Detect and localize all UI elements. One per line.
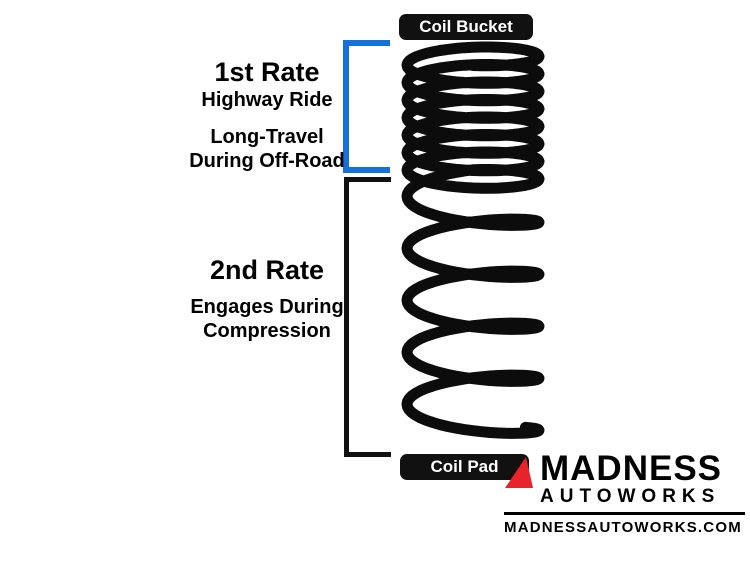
second-rate-annotation: 2nd Rate Engages During Compression xyxy=(162,255,372,343)
first-rate-line2: Long-Travel xyxy=(210,126,324,148)
second-rate-line1: Engages During xyxy=(190,296,344,318)
coil-bucket-badge: Coil Bucket xyxy=(399,14,533,40)
brand-logo-text: MADNESS AUTOWORKS xyxy=(540,449,745,507)
second-rate-title: 2nd Rate xyxy=(209,255,325,285)
spacer xyxy=(162,286,372,295)
brand-subtitle: AUTOWORKS xyxy=(540,486,721,507)
brand-divider xyxy=(504,512,745,515)
brand-name: MADNESS xyxy=(540,449,723,488)
first-rate-line1: Highway Ride xyxy=(201,89,333,111)
spacer xyxy=(162,112,372,125)
brand-triangle-icon xyxy=(505,457,533,488)
brand-logo: MADNESS AUTOWORKS MADNESSAUTOWORKS.COM xyxy=(504,449,745,536)
first-rate-annotation: 1st Rate Highway Ride Long-Travel During… xyxy=(162,57,372,173)
brand-website: MADNESSAUTOWORKS.COM xyxy=(504,519,742,536)
coil-spring-path xyxy=(401,41,545,439)
brand-logo-row: MADNESS AUTOWORKS xyxy=(504,449,745,507)
second-rate-bracket xyxy=(344,177,391,457)
coil-pad-badge: Coil Pad xyxy=(400,454,529,480)
first-rate-bracket xyxy=(343,40,390,173)
second-rate-line2: Compression xyxy=(203,320,331,342)
first-rate-title: 1st Rate xyxy=(214,57,320,87)
first-rate-line3: During Off-Road xyxy=(189,150,345,172)
